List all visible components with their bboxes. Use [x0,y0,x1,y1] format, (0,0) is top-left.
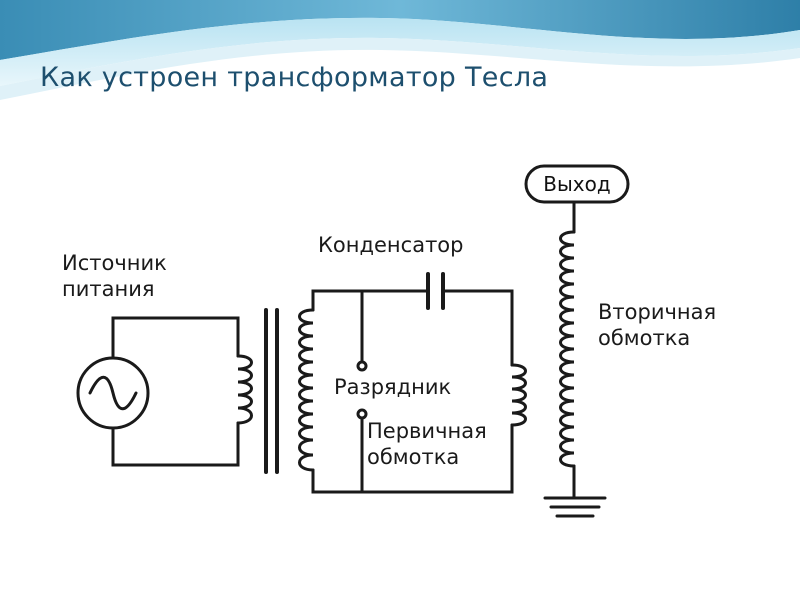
slide-title: Как устроен трансформатор Тесла [40,62,549,93]
source-wire-bottom [111,421,240,467]
loop-wire-top-right [441,289,514,367]
output-terminal-box [524,164,630,204]
label-output: Выход [543,172,611,196]
label-power-source-line2: питания [62,277,155,301]
label-power-source: Источник питания [62,250,167,302]
spark-gap-electrode-top [356,360,368,372]
ac-source-circle [76,356,150,430]
label-primary-winding: Первичная обмотка [367,418,487,470]
ac-sine-icon [88,375,138,411]
label-power-source-line1: Источник [62,251,167,275]
label-secondary-winding-line2: обмотка [598,326,691,350]
label-primary-winding-line1: Первичная [367,419,487,443]
source-wire-top [111,316,240,359]
secondary-coil [559,230,576,468]
label-spark-gap: Разрядник [334,375,452,399]
primary-coil [510,363,527,427]
transformer-left-coil [236,354,253,425]
label-capacitor: Конденсатор [318,233,464,257]
label-primary-winding-line2: обмотка [367,445,460,469]
transformer-right-coil [298,308,315,472]
label-secondary-winding-line1: Вторичная [598,300,717,324]
label-secondary-winding: Вторичная обмотка [598,299,716,351]
header-wave-decoration [0,0,800,100]
loop-wire-right-bottom [311,423,514,494]
loop-wire-top [311,289,430,312]
